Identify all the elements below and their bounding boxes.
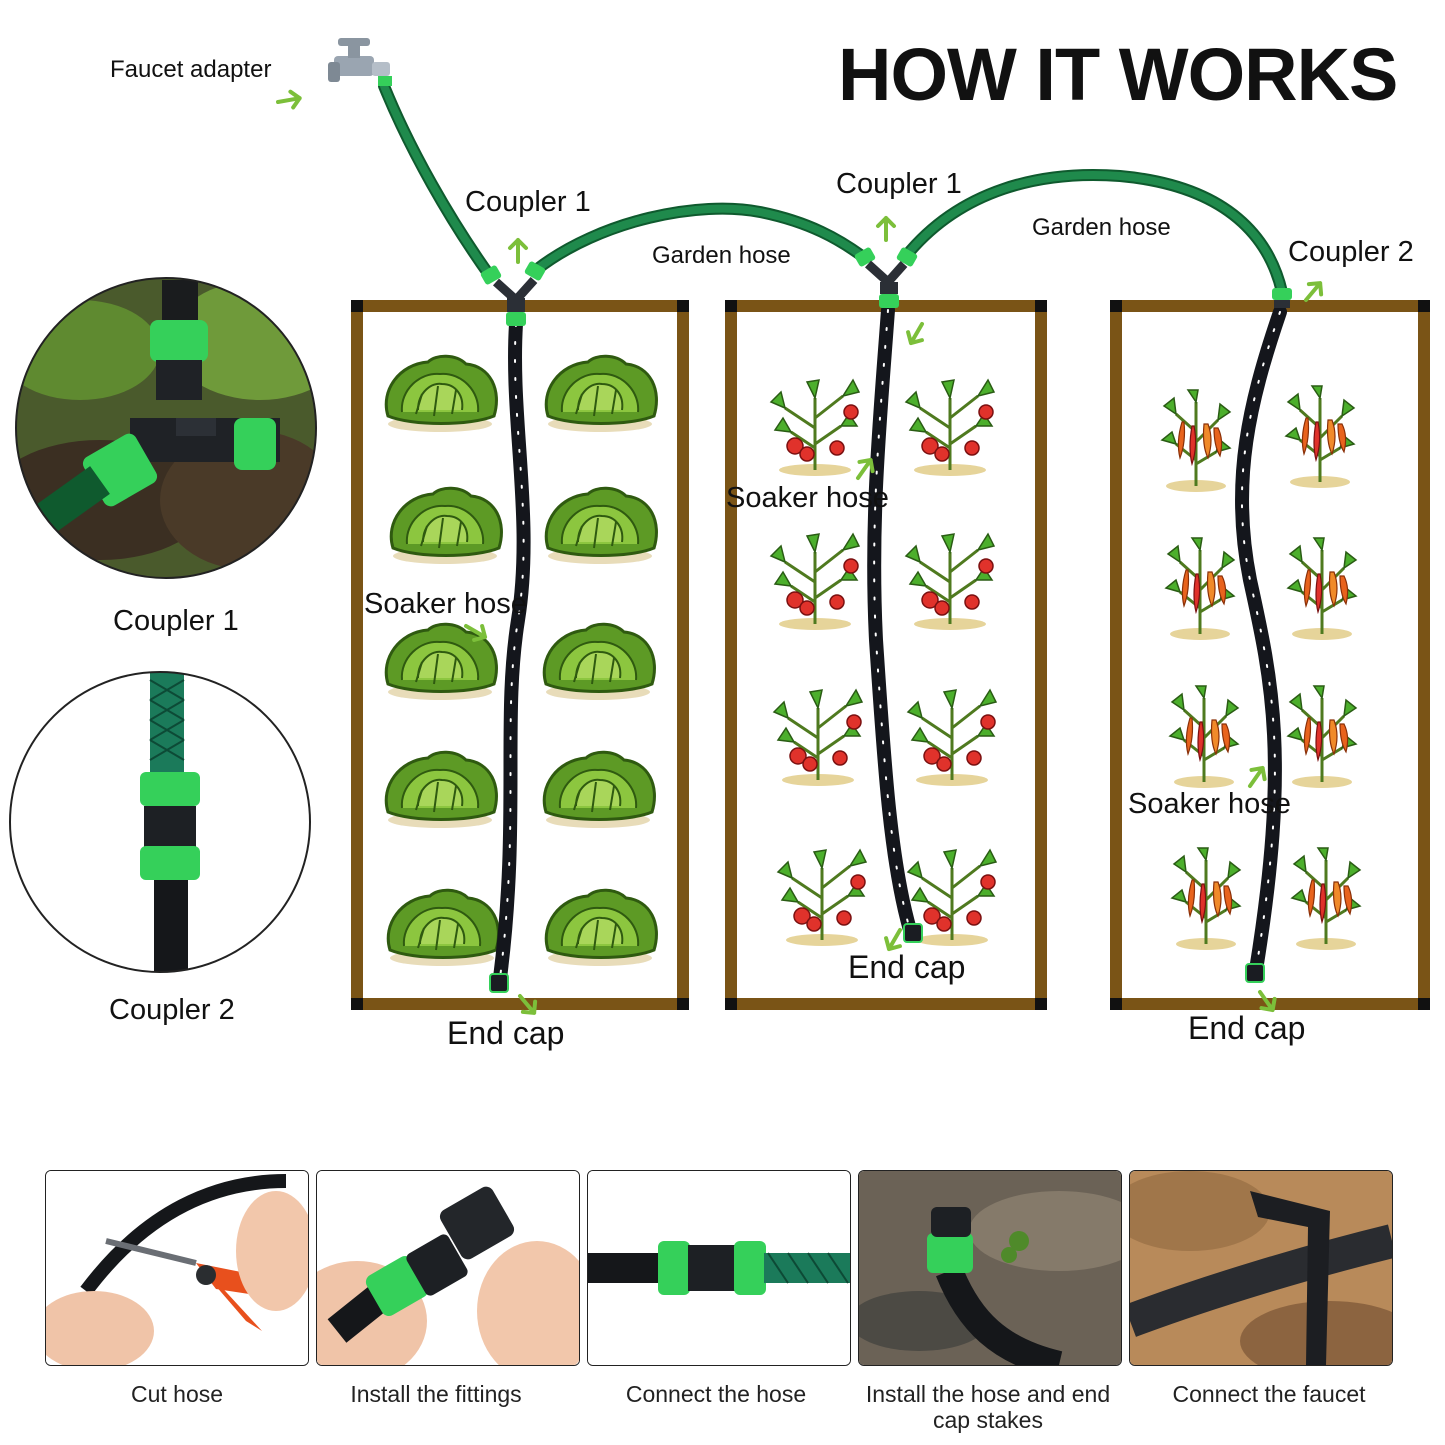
label-faucet-adapter: Faucet adapter — [110, 56, 272, 83]
label-coupler1-mid: Coupler 1 — [836, 168, 962, 200]
step-photo-connect-faucet — [1129, 1170, 1393, 1366]
step-photo-install-fittings — [316, 1170, 580, 1366]
fittings — [328, 38, 1292, 993]
label-coupler2-right: Coupler 2 — [1288, 236, 1414, 268]
garden-hoses — [378, 80, 1288, 298]
label-inset-coupler2: Coupler 2 — [109, 994, 235, 1026]
label-garden-hose-2: Garden hose — [1032, 214, 1171, 241]
label-garden-hose-1: Garden hose — [652, 242, 791, 269]
label-end-cap-right: End cap — [1188, 1010, 1306, 1046]
step-caption-5: Connect the faucet — [1172, 1381, 1366, 1407]
step-caption-4: Install the hose and end cap stakes — [865, 1381, 1111, 1434]
arrow-icon — [508, 238, 528, 264]
label-inset-coupler1: Coupler 1 — [113, 605, 239, 637]
label-coupler1-left: Coupler 1 — [465, 186, 591, 218]
coupler2-photo — [9, 671, 311, 973]
coupler1-photo — [15, 277, 317, 579]
soaker-hoses — [493, 303, 1287, 985]
page-title: HOW IT WORKS — [838, 33, 1398, 116]
label-soaker-hose-left: Soaker hose — [364, 588, 527, 620]
label-soaker-hose-mid: Soaker hose — [726, 482, 889, 514]
step-photo-install-stakes — [858, 1170, 1122, 1366]
arrow-icon — [274, 88, 304, 112]
step-caption-2: Install the fittings — [350, 1381, 522, 1407]
arrow-icon — [876, 216, 896, 242]
faucet-icon — [328, 38, 392, 86]
step-caption-1: Cut hose — [130, 1381, 224, 1407]
label-end-cap-left: End cap — [447, 1015, 565, 1051]
step-photo-connect-hose — [587, 1170, 851, 1366]
step-caption-3: Connect the hose — [625, 1381, 807, 1407]
step-photo-cut-hose — [45, 1170, 309, 1366]
label-soaker-hose-right: Soaker hose — [1128, 788, 1291, 820]
label-end-cap-mid: End cap — [848, 949, 966, 985]
